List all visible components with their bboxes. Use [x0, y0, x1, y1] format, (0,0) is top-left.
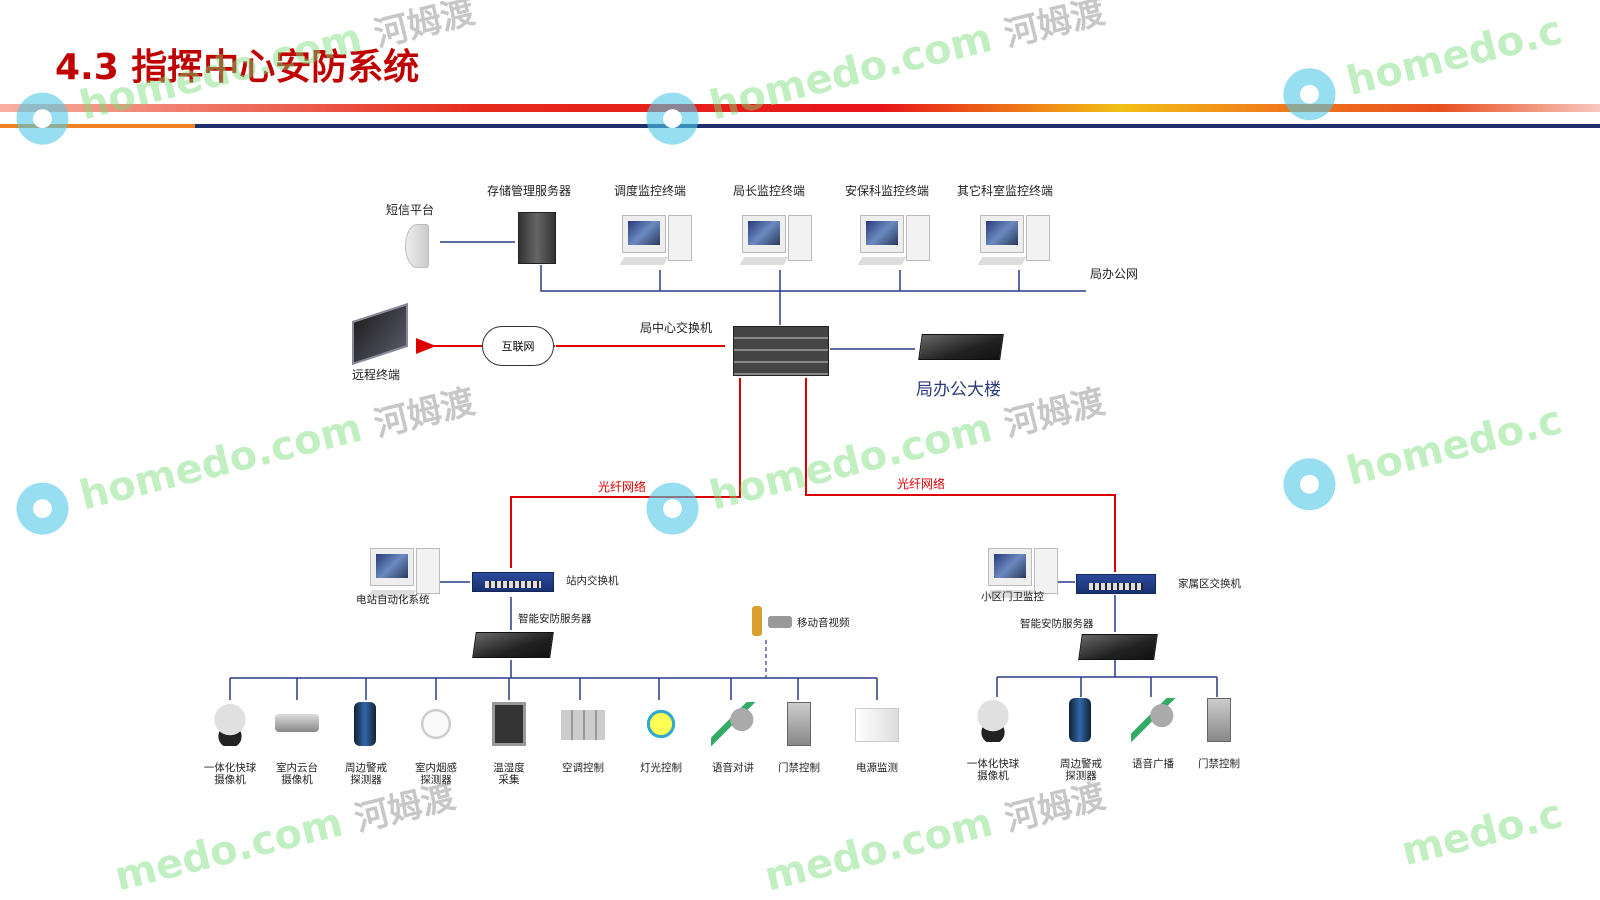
- device-label: 语音对讲: [712, 762, 754, 774]
- security-server-icon: [472, 632, 554, 658]
- residential-switch-label: 家属区交换机: [1178, 578, 1241, 590]
- security-server-label: 智能安防服务器: [1020, 618, 1094, 630]
- gate-monitor-label: 小区门卫监控: [981, 591, 1044, 603]
- rack-server-icon: [918, 334, 1004, 360]
- door-icon: [787, 702, 811, 746]
- cam-dome-icon: [971, 698, 1015, 742]
- office-building-label: 局办公大楼: [916, 380, 1001, 400]
- terminal-label: 其它科室监控终端: [957, 184, 1054, 198]
- device-label: 电源监测: [856, 762, 898, 774]
- core-switch-icon: [733, 326, 829, 376]
- slide-title: 4.3 指挥中心安防系统: [55, 47, 420, 88]
- device-label: 门禁控制: [778, 762, 820, 774]
- station-automation-label: 电站自动化系统: [356, 594, 430, 606]
- internet-cloud: 互联网: [482, 326, 554, 366]
- cam-dome-icon: [208, 702, 252, 746]
- fiber-network-label: 光纤网络: [598, 480, 647, 494]
- station-switch-icon: [472, 572, 554, 592]
- security-server-icon: [1078, 634, 1158, 660]
- device-label: 室内烟感 探测器: [415, 762, 457, 786]
- detector-icon: [354, 702, 376, 746]
- fiber-network-label: 光纤网络: [897, 477, 946, 491]
- sms-platform-label: 短信平台: [386, 203, 435, 217]
- mobile-av-label: 移动音视频: [797, 617, 850, 629]
- hygro-icon: [492, 702, 526, 746]
- door-icon: [1207, 698, 1231, 742]
- mic-icon: [1131, 698, 1175, 742]
- detector-icon: [1069, 698, 1091, 742]
- device-label: 温湿度 采集: [493, 762, 525, 786]
- header-band: [0, 104, 1600, 112]
- header-rule-orange: [0, 124, 195, 128]
- device-label: 一体化快球 摄像机: [203, 762, 257, 786]
- device-label: 灯光控制: [640, 762, 682, 774]
- terminal-label: 局长监控终端: [733, 184, 806, 198]
- device-label: 空调控制: [562, 762, 604, 774]
- walkie-talkie-icon: [752, 606, 762, 636]
- device-label: 一体化快球 摄像机: [966, 758, 1020, 782]
- device-label: 门禁控制: [1198, 758, 1240, 770]
- terminal-label: 安保科监控终端: [845, 184, 930, 198]
- mic-icon: [711, 702, 755, 746]
- antenna-icon: [405, 224, 429, 268]
- device-label: 周边警戒 探测器: [345, 762, 387, 786]
- smoke-icon: [414, 702, 458, 746]
- ups-icon: [855, 708, 899, 742]
- residential-switch-icon: [1076, 574, 1156, 594]
- bulb-icon: [639, 702, 683, 746]
- terminal-label: 调度监控终端: [614, 184, 687, 198]
- core-switch-label: 局中心交换机: [640, 321, 713, 335]
- ac-icon: [561, 710, 605, 740]
- tower-server-icon: [518, 212, 556, 264]
- storage-server-label: 存储管理服务器: [487, 184, 572, 198]
- device-label: 室内云台 摄像机: [276, 762, 318, 786]
- header-rule-navy: [195, 124, 1600, 128]
- office-net-label: 局办公网: [1090, 267, 1139, 281]
- device-label: 周边警戒 探测器: [1060, 758, 1102, 782]
- cam-box-icon: [275, 714, 319, 732]
- camera-icon: [768, 616, 792, 628]
- remote-terminal-label: 远程终端: [352, 368, 401, 382]
- device-label: 语音广播: [1132, 758, 1174, 770]
- station-switch-label: 站内交换机: [566, 575, 619, 587]
- security-server-label: 智能安防服务器: [518, 613, 592, 625]
